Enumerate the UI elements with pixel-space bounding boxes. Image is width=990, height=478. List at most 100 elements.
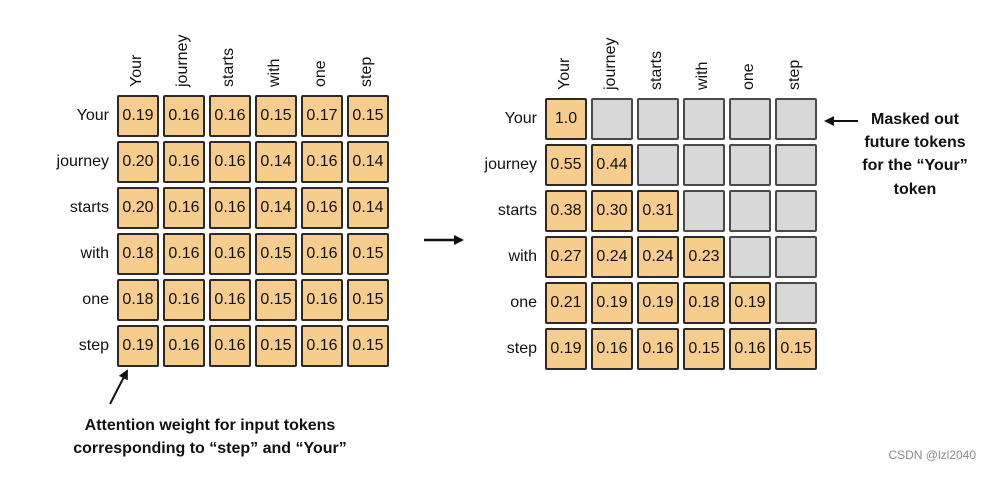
column-label-one: one xyxy=(740,63,757,90)
weight-cell: 0.19 xyxy=(729,282,771,324)
masked-cell xyxy=(729,236,771,278)
weight-cell: 0.16 xyxy=(163,141,205,183)
weight-cell: 0.19 xyxy=(117,325,159,367)
weight-cell: 1.0 xyxy=(545,98,587,140)
attention-annotation: Attention weight for input tokens corres… xyxy=(60,414,360,460)
step-pointer-arrow-icon xyxy=(109,369,128,405)
attention-annotation-line: corresponding to “step” and “Your” xyxy=(73,440,347,458)
row-label-starts: starts xyxy=(497,202,537,219)
weight-cell: 0.16 xyxy=(209,325,251,367)
column-label-with: with xyxy=(266,58,283,87)
masked-cell xyxy=(775,282,817,324)
column-label-journey: journey xyxy=(174,34,191,87)
row-label-journey: journey xyxy=(56,153,109,170)
weight-cell: 0.15 xyxy=(255,325,297,367)
watermark: CSDN @lzl2040 xyxy=(888,448,976,462)
masked-cell xyxy=(775,190,817,232)
weight-cell: 0.27 xyxy=(545,236,587,278)
column-label-starts: starts xyxy=(220,47,237,87)
weight-cell: 0.19 xyxy=(545,328,587,370)
column-label-Your: Your xyxy=(128,54,145,87)
weight-cell: 0.21 xyxy=(545,282,587,324)
column-label-journey: journey xyxy=(602,37,619,90)
attention-annotation-line: Attention weight for input tokens xyxy=(84,417,336,434)
weight-cell: 0.16 xyxy=(301,233,343,275)
weight-cell: 0.16 xyxy=(163,233,205,275)
weight-cell: 0.16 xyxy=(301,141,343,183)
weight-cell: 0.15 xyxy=(347,95,389,137)
weight-cell: 0.38 xyxy=(545,190,587,232)
weight-cell: 0.18 xyxy=(117,233,159,275)
weight-cell: 0.16 xyxy=(163,95,205,137)
column-label-starts: starts xyxy=(648,50,665,90)
weight-cell: 0.16 xyxy=(209,279,251,321)
weight-cell: 0.16 xyxy=(301,325,343,367)
masked-cell xyxy=(683,98,725,140)
weight-cell: 0.14 xyxy=(255,141,297,183)
weight-cell: 0.15 xyxy=(255,279,297,321)
weight-cell: 0.16 xyxy=(209,233,251,275)
masked-cell xyxy=(729,190,771,232)
row-label-journey: journey xyxy=(484,156,537,173)
weight-cell: 0.15 xyxy=(255,95,297,137)
weight-cell: 0.16 xyxy=(729,328,771,370)
masked-cell xyxy=(729,98,771,140)
weight-cell: 0.16 xyxy=(209,95,251,137)
weight-cell: 0.55 xyxy=(545,144,587,186)
weight-cell: 0.15 xyxy=(347,233,389,275)
weight-cell: 0.16 xyxy=(163,187,205,229)
masked-cell xyxy=(729,144,771,186)
masked-annotation: Masked out future tokens for the “Your” … xyxy=(852,108,978,201)
column-label-one: one xyxy=(312,60,329,87)
row-label-starts: starts xyxy=(69,199,109,216)
weight-cell: 0.17 xyxy=(301,95,343,137)
masked-cell xyxy=(683,144,725,186)
weight-cell: 0.16 xyxy=(163,279,205,321)
weight-cell: 0.19 xyxy=(591,282,633,324)
row-label-step: step xyxy=(78,337,109,354)
weight-cell: 0.14 xyxy=(347,141,389,183)
weight-cell: 0.16 xyxy=(637,328,679,370)
row-label-Your: Your xyxy=(504,110,537,127)
weight-cell: 0.16 xyxy=(591,328,633,370)
masked-cell xyxy=(775,236,817,278)
row-label-with: with xyxy=(508,248,537,265)
column-label-with: with xyxy=(694,61,711,90)
column-label-step: step xyxy=(358,56,375,87)
weight-cell: 0.16 xyxy=(301,187,343,229)
weight-cell: 0.24 xyxy=(637,236,679,278)
weight-cell: 0.23 xyxy=(683,236,725,278)
weight-cell: 0.15 xyxy=(255,233,297,275)
column-label-Your: Your xyxy=(556,57,573,90)
weight-cell: 0.16 xyxy=(301,279,343,321)
weight-cell: 0.15 xyxy=(347,325,389,367)
masked-cell xyxy=(775,144,817,186)
masked-cell xyxy=(637,144,679,186)
masked-annotation-line: Masked out xyxy=(870,111,959,128)
masked-annotation-line: for the “Your” xyxy=(862,157,968,175)
weight-cell: 0.16 xyxy=(163,325,205,367)
weight-cell: 0.15 xyxy=(347,279,389,321)
weight-cell: 0.31 xyxy=(637,190,679,232)
weight-cell: 0.18 xyxy=(117,279,159,321)
weight-cell: 0.18 xyxy=(683,282,725,324)
weight-cell: 0.14 xyxy=(255,187,297,229)
weight-cell: 0.20 xyxy=(117,187,159,229)
masked-cell xyxy=(683,190,725,232)
weight-cell: 0.30 xyxy=(591,190,633,232)
row-label-with: with xyxy=(80,245,109,262)
masked-cell xyxy=(591,98,633,140)
weight-cell: 0.19 xyxy=(117,95,159,137)
weight-cell: 0.19 xyxy=(637,282,679,324)
row-label-one: one xyxy=(82,291,109,308)
weight-cell: 0.15 xyxy=(775,328,817,370)
weight-cell: 0.15 xyxy=(683,328,725,370)
column-label-step: step xyxy=(786,59,803,90)
row-label-step: step xyxy=(506,340,537,357)
masked-cell xyxy=(637,98,679,140)
weight-cell: 0.20 xyxy=(117,141,159,183)
masked-annotation-line: token xyxy=(893,180,937,198)
masked-cell xyxy=(775,98,817,140)
row-label-one: one xyxy=(510,294,537,311)
masked-annotation-line: future tokens xyxy=(864,134,966,152)
